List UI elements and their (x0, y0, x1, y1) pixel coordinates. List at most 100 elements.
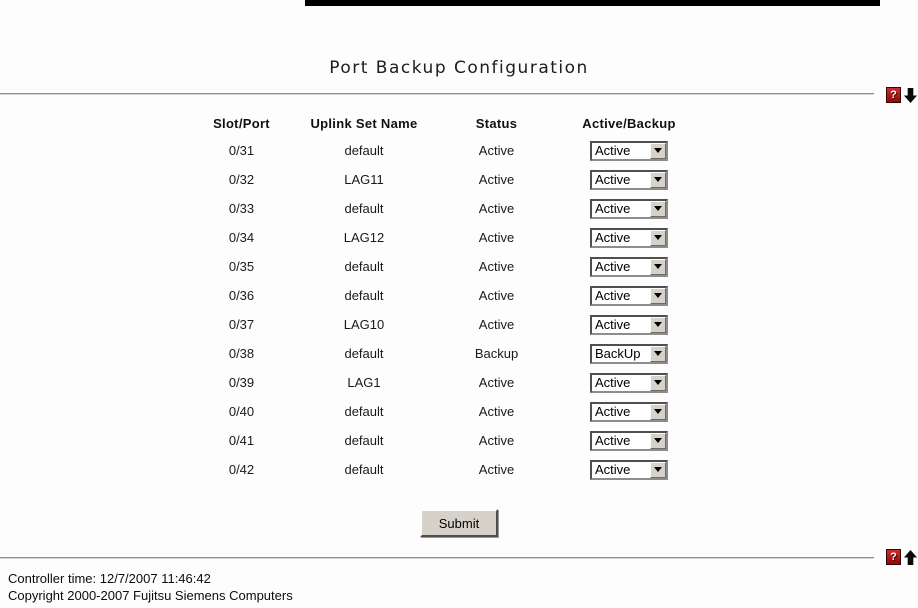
dropdown-button[interactable] (650, 345, 666, 362)
dropdown-button[interactable] (650, 374, 666, 391)
page-title: Port Backup Configuration (329, 58, 589, 78)
submit-button[interactable]: Submit (420, 509, 498, 537)
status-cell: Active (478, 230, 515, 245)
dropdown-button[interactable] (650, 258, 666, 275)
column-header-uplink-set-name: Uplink Set Name (310, 115, 418, 131)
column-header-slot-port: Slot/Port (213, 115, 270, 131)
slot-port-cell: 0/34 (228, 230, 255, 245)
dropdown-button[interactable] (650, 316, 666, 333)
active-backup-select[interactable]: Active (590, 401, 668, 422)
help-icon[interactable]: ? (886, 549, 901, 565)
port-table-body: 0/31 default Active Active 0/32 LAG11 Ac… (184, 136, 694, 484)
active-backup-cell: Active (564, 368, 694, 397)
uplink-set-name-cell: LAG10 (343, 317, 385, 332)
chevron-down-icon (654, 380, 662, 385)
slot-port-cell: 0/41 (228, 433, 255, 448)
status-cell: Active (478, 433, 515, 448)
uplink-set-name-cell: default (344, 143, 384, 158)
bottom-rule (0, 557, 874, 559)
chevron-down-icon (654, 293, 662, 298)
help-icon[interactable]: ? (886, 87, 901, 103)
uplink-set-name-cell: default (344, 462, 384, 477)
chevron-down-icon (654, 235, 662, 240)
scroll-down-icon[interactable] (903, 87, 918, 104)
selected-option-label: Active (595, 432, 631, 448)
table-row: 0/37 LAG10 Active Active (184, 310, 694, 339)
uplink-set-name-cell: LAG11 (344, 172, 384, 187)
copyright-text: Copyright 2000-2007 Fujitsu Siemens Comp… (8, 588, 293, 603)
uplink-set-name-cell: default (344, 404, 384, 419)
selected-option-label: Active (595, 229, 631, 245)
uplink-set-name-cell: LAG12 (343, 230, 385, 245)
active-backup-cell: Active (564, 426, 694, 455)
selected-option-label: Active (595, 316, 631, 332)
slot-port-cell: 0/37 (228, 317, 255, 332)
dropdown-button[interactable] (650, 461, 666, 478)
active-backup-cell: Active (564, 397, 694, 426)
active-backup-cell: Active (564, 310, 694, 339)
active-backup-select[interactable]: Active (590, 372, 668, 393)
scroll-up-icon[interactable] (903, 549, 918, 566)
table-row: 0/32 LAG11 Active Active (184, 165, 694, 194)
table-row: 0/40 default Active Active (184, 397, 694, 426)
status-cell: Active (478, 143, 515, 158)
dropdown-button[interactable] (650, 142, 666, 159)
active-backup-cell: Active (564, 455, 694, 484)
selected-option-label: Active (595, 200, 631, 216)
chevron-down-icon (654, 409, 662, 414)
active-backup-cell: Active (564, 252, 694, 281)
active-backup-cell: Active (564, 223, 694, 252)
table-row: 0/41 default Active Active (184, 426, 694, 455)
status-cell: Active (478, 375, 515, 390)
table-row: 0/42 default Active Active (184, 455, 694, 484)
active-backup-select[interactable]: Active (590, 169, 668, 190)
slot-port-cell: 0/35 (228, 259, 255, 274)
chevron-down-icon (654, 322, 662, 327)
active-backup-select[interactable]: Active (590, 140, 668, 161)
chevron-down-icon (654, 206, 662, 211)
status-cell: Active (478, 259, 515, 274)
selected-option-label: Active (595, 171, 631, 187)
active-backup-select[interactable]: Active (590, 198, 668, 219)
table-header-row: Slot/Port Uplink Set Name Status Active/… (184, 110, 694, 136)
active-backup-cell: Active (564, 136, 694, 165)
status-cell: Active (478, 404, 515, 419)
active-backup-select[interactable]: Active (590, 430, 668, 451)
active-backup-select[interactable]: Active (590, 227, 668, 248)
dropdown-button[interactable] (650, 229, 666, 246)
chevron-down-icon (654, 264, 662, 269)
uplink-set-name-cell: default (344, 201, 384, 216)
column-header-active-backup: Active/Backup (582, 115, 676, 131)
slot-port-cell: 0/38 (228, 346, 255, 361)
dropdown-button[interactable] (650, 432, 666, 449)
active-backup-cell: Active (564, 281, 694, 310)
active-backup-select[interactable]: Active (590, 285, 668, 306)
slot-port-cell: 0/33 (228, 201, 255, 216)
active-backup-cell: Active (564, 165, 694, 194)
slot-port-cell: 0/32 (228, 172, 255, 187)
selected-option-label: BackUp (595, 345, 641, 361)
active-backup-select[interactable]: Active (590, 256, 668, 277)
active-backup-select[interactable]: Active (590, 314, 668, 335)
chevron-down-icon (654, 177, 662, 182)
top-rule (0, 93, 874, 95)
active-backup-select[interactable]: BackUp (590, 343, 668, 364)
selected-option-label: Active (595, 374, 631, 390)
table-row: 0/31 default Active Active (184, 136, 694, 165)
column-header-status: Status (475, 115, 518, 131)
selected-option-label: Active (595, 403, 631, 419)
slot-port-cell: 0/39 (228, 375, 255, 390)
table-row: 0/38 default Backup BackUp (184, 339, 694, 368)
dropdown-button[interactable] (650, 287, 666, 304)
table-row: 0/35 default Active Active (184, 252, 694, 281)
top-frame-divider (305, 0, 880, 6)
dropdown-button[interactable] (650, 200, 666, 217)
active-backup-select[interactable]: Active (590, 459, 668, 480)
uplink-set-name-cell: default (344, 259, 384, 274)
slot-port-cell: 0/36 (228, 288, 255, 303)
uplink-set-name-cell: default (344, 346, 384, 361)
status-cell: Active (478, 462, 515, 477)
selected-option-label: Active (595, 461, 631, 477)
dropdown-button[interactable] (650, 171, 666, 188)
dropdown-button[interactable] (650, 403, 666, 420)
